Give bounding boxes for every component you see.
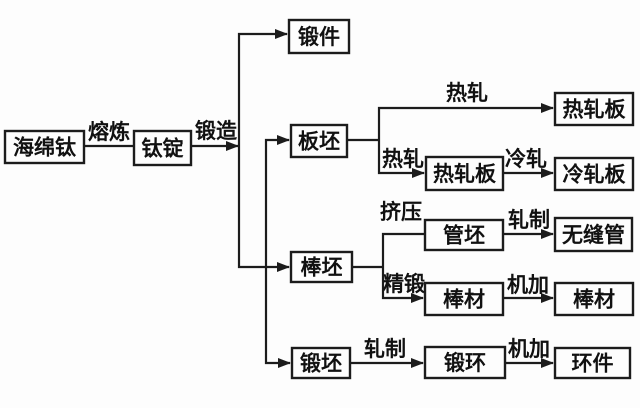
label-cold-rolling: 冷轧: [505, 147, 547, 171]
node-hot-rolled-plate-mid: 热轧板: [424, 155, 505, 192]
extrude-line: [381, 232, 425, 267]
branch-to-bar-billet: [237, 146, 290, 272]
branch-to-forged-parts: [237, 29, 288, 146]
node-label-tube-billet: 管坯: [443, 224, 485, 248]
node-bar-billet: 棒坯: [289, 250, 354, 284]
node-label-titanium-ingot: 钛锭: [142, 137, 184, 161]
node-cold-rolled-plate: 冷轧板: [553, 156, 635, 192]
node-label-seamless-tube: 无缝管: [562, 223, 625, 247]
branch-to-slab: [264, 135, 290, 267]
label-extrusion: 挤压: [380, 200, 422, 224]
hot-roll-mid-line: [377, 140, 425, 178]
precision-forge-line: [381, 267, 424, 303]
node-tube-billet: 管坯: [423, 218, 505, 252]
node-forged-ring: 锻环: [423, 345, 507, 380]
node-label-bar-billet: 棒坯: [301, 256, 343, 280]
node-label-sponge-titanium: 海绵钛: [13, 136, 77, 160]
node-label-forging-billet: 锻坯: [300, 352, 342, 376]
label-precision-forging: 精锻: [383, 272, 425, 296]
node-box-seamless-tube: [553, 216, 634, 253]
node-box-forged-ring: [423, 345, 507, 380]
node-box-hot-rolled-plate-top: [553, 91, 635, 127]
node-box-bar-billet: [289, 250, 354, 284]
node-label-bar-stock-1: 棒材: [443, 288, 485, 312]
node-ring-parts: 环件: [553, 346, 632, 380]
node-box-titanium-ingot: [132, 129, 193, 167]
node-sponge-titanium: 海绵钛: [3, 129, 86, 165]
node-bar-stock-2: 棒材: [553, 281, 635, 317]
node-titanium-ingot: 钛锭: [132, 129, 193, 167]
label-rolling-bottom: 轧制: [364, 337, 406, 361]
node-box-tube-billet: [423, 218, 505, 252]
node-label-slab: 板坯: [298, 130, 340, 154]
node-label-ring-parts: 环件: [572, 352, 614, 376]
node-box-sponge-titanium: [3, 129, 86, 165]
node-seamless-tube: 无缝管: [553, 216, 634, 253]
node-box-hot-rolled-plate-mid: [424, 155, 505, 192]
node-label-forged-parts: 锻件: [298, 25, 340, 49]
node-box-bar-stock-2: [553, 281, 635, 317]
node-hot-rolled-plate-top: 热轧板: [553, 91, 635, 127]
node-label-bar-stock-2: 棒材: [573, 288, 615, 312]
label-hot-rolling-mid: 热轧: [382, 147, 424, 171]
label-forging: 锻造: [195, 119, 238, 143]
node-label-cold-rolled-plate: 冷轧板: [563, 163, 627, 187]
node-box-forged-parts: [287, 18, 351, 55]
node-bar-stock-1: 棒材: [423, 281, 505, 317]
node-box-ring-parts: [553, 346, 632, 380]
label-machining-bottom: 机加: [508, 337, 550, 361]
label-machining-mid: 机加: [507, 273, 549, 297]
hot-roll-top-line: [377, 103, 554, 140]
node-label-hot-rolled-plate-top: 热轧板: [563, 98, 627, 122]
label-hot-rolling-top: 热轧: [446, 81, 488, 105]
label-melting: 熔炼: [88, 120, 130, 144]
node-box-cold-rolled-plate: [553, 156, 635, 192]
node-label-hot-rolled-plate-mid: 热轧板: [433, 162, 497, 186]
branch-to-forging-billet: [264, 267, 291, 368]
node-box-forging-billet: [290, 346, 352, 380]
node-box-slab: [289, 123, 349, 159]
node-forging-billet: 锻坯: [290, 346, 352, 380]
node-box-bar-stock-1: [423, 281, 505, 317]
node-slab: 板坯: [289, 123, 349, 159]
node-forged-parts: 锻件: [287, 18, 351, 55]
node-label-forged-ring: 锻环: [444, 351, 486, 375]
label-rolling-mid: 轧制: [508, 208, 550, 232]
